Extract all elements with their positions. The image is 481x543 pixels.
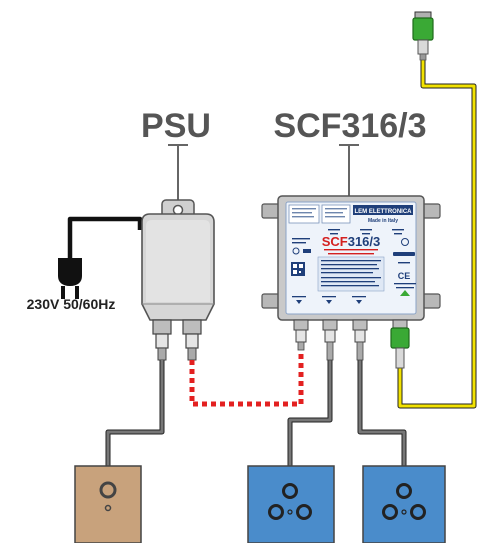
fiber-connector-icon — [412, 11, 434, 61]
module-brand: LEM ELETTRONICA — [355, 209, 413, 215]
module-spec-table — [321, 260, 381, 287]
module-f-connectors — [293, 319, 368, 361]
power-supply-icon — [141, 199, 215, 361]
power-outlet-icon — [74, 465, 142, 543]
psu-label: PSU — [141, 107, 211, 145]
mains-label: 230V 50/60Hz — [27, 296, 116, 312]
module-made-in: Made in Italy — [368, 218, 398, 224]
module-optical-indicators — [328, 229, 404, 235]
tv-outlet-icon — [362, 465, 446, 543]
module-title: SCF316/3 — [322, 234, 381, 249]
tv-outlet-icon — [247, 465, 335, 543]
ce-mark: CE — [398, 271, 411, 281]
scf316-module: LEM ELETTRONICA Made in Italy — [261, 195, 441, 369]
dc-supply-link — [189, 348, 304, 407]
mains-cable — [67, 216, 143, 258]
module-title-suffix: 316/3 — [348, 234, 381, 249]
module-title-prefix: SCF — [322, 234, 348, 249]
module-port-markers — [292, 296, 366, 304]
module-side-icons — [291, 238, 311, 276]
plug-icon — [58, 258, 82, 299]
coax-cables — [105, 360, 407, 466]
optical-fiber-cable — [397, 60, 477, 409]
module-right-markings: CE — [393, 238, 416, 296]
module-spec-lines — [292, 208, 347, 218]
module-label: SCF316/3 — [273, 107, 426, 145]
module-title-subtext — [324, 249, 378, 255]
module-optical-input-connector — [390, 319, 410, 369]
